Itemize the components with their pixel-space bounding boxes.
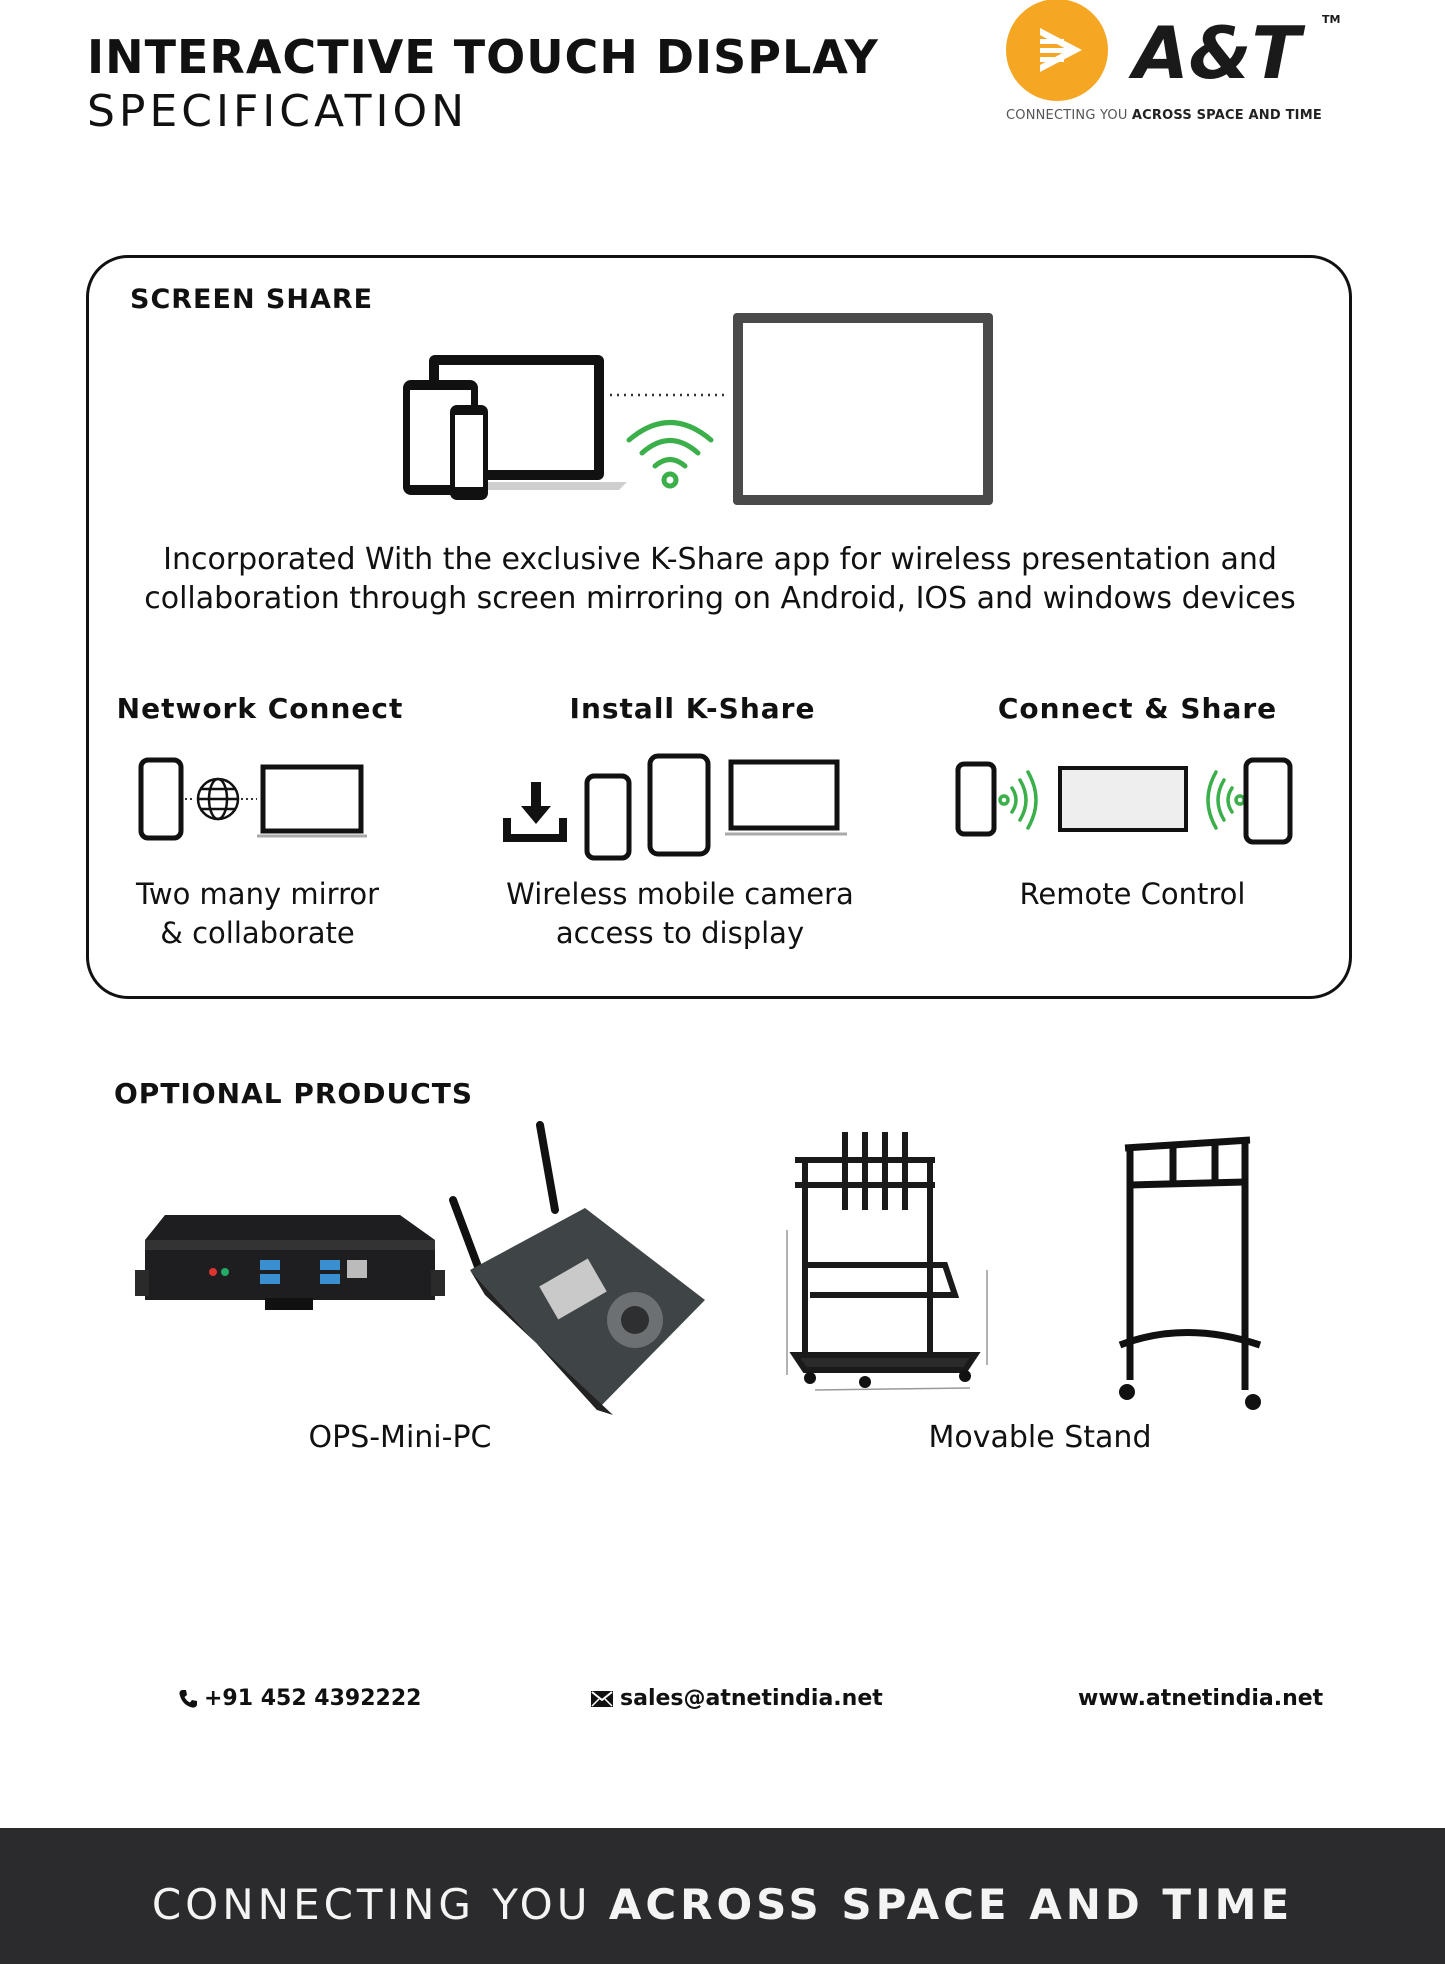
logo-tagline-light: CONNECTING YOU	[1006, 108, 1128, 123]
signal-waves-icon	[1206, 770, 1246, 830]
stand-wheels	[1119, 1384, 1261, 1410]
page-subtitle: SPECIFICATION	[87, 86, 469, 137]
desc-line: access to display	[555, 916, 805, 950]
phone-icon	[450, 405, 488, 500]
optional-products-title: OPTIONAL PRODUCTS	[114, 1077, 474, 1110]
description-line: Incorporated With the exclusive K-Share …	[163, 542, 1277, 577]
logo-tagline-bold: ACROSS SPACE AND TIME	[1131, 108, 1322, 123]
movable-stand-label: Movable Stand	[928, 1420, 1152, 1455]
logo-brand-text: A&T	[1128, 11, 1306, 95]
step-connect-share-desc: Remote Control	[985, 875, 1280, 914]
logo-tagline: CONNECTING YOU ACROSS SPACE AND TIME	[1006, 108, 1322, 123]
brand-logo: A&T TM	[1006, 0, 1340, 101]
download-devices-icon	[503, 753, 847, 861]
step-network-connect-desc: Two many mirror & collaborate	[110, 875, 405, 953]
mini-pc-image	[135, 1121, 705, 1415]
movable-stand-front	[789, 1132, 981, 1373]
phone-globe-laptop-icon	[138, 757, 367, 841]
screen-share-description: Incorporated With the exclusive K-Share …	[140, 540, 1300, 618]
mini-pc-front	[135, 1215, 445, 1310]
contact-website[interactable]: www.atnetindia.net	[1078, 1686, 1323, 1711]
screen-share-panel	[86, 255, 1352, 999]
globe-icon	[196, 777, 240, 821]
logo-arrow-stripes	[1040, 28, 1082, 72]
mini-pc-antenna	[449, 1121, 705, 1415]
signal-waves-icon	[998, 770, 1038, 830]
ops-mini-pc-label: OPS-Mini-PC	[308, 1420, 492, 1455]
contact-email[interactable]: sales@atnetindia.net	[590, 1686, 883, 1711]
movable-stand-image	[786, 1132, 1262, 1410]
footer-tagline-bold: ACROSS SPACE AND TIME	[608, 1880, 1294, 1929]
email-address: sales@atnetindia.net	[620, 1686, 883, 1711]
footer-tagline: CONNECTING YOU ACROSS SPACE AND TIME	[0, 1880, 1445, 1929]
desc-line: Remote Control	[1019, 877, 1246, 911]
website-url: www.atnetindia.net	[1078, 1686, 1324, 1711]
step-install-kshare-desc: Wireless mobile camera access to display	[490, 875, 870, 953]
phone-number: +91 452 4392222	[204, 1686, 422, 1711]
contact-phone[interactable]: +91 452 4392222	[178, 1686, 421, 1711]
screen-share-title: SCREEN SHARE	[130, 284, 374, 315]
wifi-icon	[626, 420, 714, 489]
desc-line: Wireless mobile camera	[506, 877, 854, 911]
interactive-display-icon	[733, 313, 993, 505]
mail-icon	[591, 1690, 613, 1707]
download-icon	[503, 782, 567, 842]
wireless-cast-icon	[955, 757, 1293, 845]
phone-icon	[179, 1689, 197, 1708]
page-title: INTERACTIVE TOUCH DISPLAY	[87, 30, 879, 84]
step-connect-share-title: Connect & Share	[997, 692, 1278, 725]
logo-trademark: TM	[1322, 13, 1340, 26]
movable-stand-side	[1118, 1136, 1262, 1390]
screen-share-illustration	[403, 313, 993, 505]
stand-wheels	[804, 1370, 971, 1388]
footer-bar	[0, 1828, 1445, 1964]
step-network-connect-title: Network Connect	[116, 692, 404, 725]
description-line: collaboration through screen mirroring o…	[144, 581, 1296, 616]
desc-line: Two many mirror	[135, 877, 380, 911]
step-install-kshare-title: Install K-Share	[569, 692, 816, 725]
footer-tagline-light: CONNECTING YOU	[151, 1880, 592, 1929]
desc-line: & collaborate	[160, 916, 355, 950]
